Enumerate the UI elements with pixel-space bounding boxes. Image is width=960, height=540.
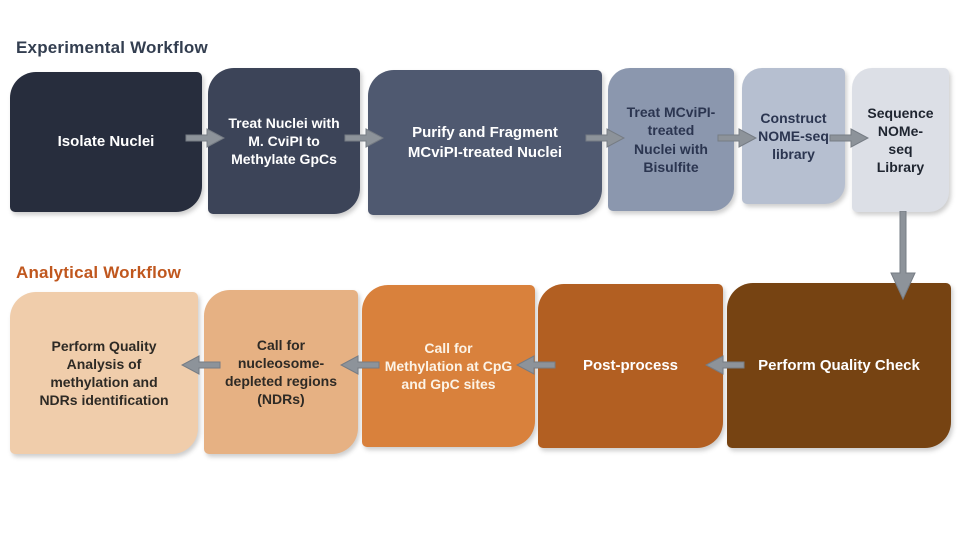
step-post-process: Post-process <box>538 284 723 448</box>
step-quality-analysis-ndr: Perform Quality Analysis of methylation … <box>10 292 198 454</box>
step-label: Treat MCviPI- treated Nuclei with Bisulf… <box>626 104 716 175</box>
step-construct-library: Construct NOME-seq library <box>742 68 845 204</box>
arrow-right-icon <box>585 128 625 148</box>
step-quality-check: Perform Quality Check <box>727 283 951 448</box>
step-bisulfite-treatment: Treat MCviPI- treated Nuclei with Bisulf… <box>608 68 734 211</box>
step-label: Treat Nuclei with M. CviPI to Methylate … <box>228 114 340 168</box>
experimental-workflow-title: Experimental Workflow <box>16 38 208 57</box>
step-label: Post-process <box>582 357 679 375</box>
step-label: Perform Quality Analysis of methylation … <box>39 337 169 409</box>
step-label: Call for nucleosome- depleted regions (N… <box>224 336 338 408</box>
step-sequence-library: Sequence NOMe- seq Library <box>852 68 949 212</box>
step-call-ndr: Call for nucleosome- depleted regions (N… <box>204 290 358 454</box>
arrow-left-icon <box>340 355 380 375</box>
step-call-methylation: Call for Methylation at CpG and GpC site… <box>362 285 535 447</box>
step-label: Purify and Fragment MCviPI-treated Nucle… <box>407 124 563 161</box>
arrow-right-icon <box>829 128 869 148</box>
step-label: Perform Quality Check <box>758 356 920 374</box>
arrow-down-icon <box>889 211 917 301</box>
arrow-left-icon <box>705 355 745 375</box>
arrow-right-icon <box>344 128 384 148</box>
arrow-left-icon <box>181 355 221 375</box>
step-treat-nuclei-mcvipi: Treat Nuclei with M. CviPI to Methylate … <box>208 68 360 214</box>
arrow-left-icon <box>516 355 556 375</box>
analytical-workflow-title: Analytical Workflow <box>16 263 182 282</box>
step-isolate-nuclei: Isolate Nuclei <box>10 72 202 212</box>
arrow-right-icon <box>185 128 225 148</box>
step-label: Sequence NOMe- seq Library <box>867 104 934 176</box>
step-label: Isolate Nuclei <box>57 133 155 151</box>
step-label: Construct NOME-seq library <box>758 109 829 163</box>
step-label: Call for Methylation at CpG and GpC site… <box>384 339 513 393</box>
arrow-right-icon <box>717 128 757 148</box>
step-purify-fragment: Purify and Fragment MCviPI-treated Nucle… <box>368 70 602 215</box>
